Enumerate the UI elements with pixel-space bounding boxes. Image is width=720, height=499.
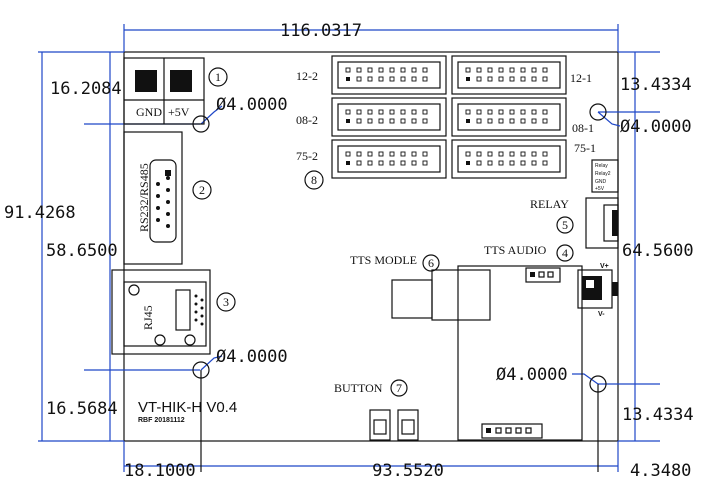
idc-headers	[331, 55, 567, 179]
label-gnd: GND	[136, 105, 162, 119]
label-75-2: 75-2	[296, 149, 318, 163]
idc-header-6	[451, 139, 567, 179]
dim-bot-mid: 93.5520	[372, 461, 444, 481]
marker-3: 3	[223, 295, 229, 309]
marker-6: 6	[428, 256, 434, 270]
label-5v: +5V	[168, 105, 190, 119]
power-out-terminal	[577, 269, 618, 309]
label-vminus: V-	[598, 311, 605, 318]
label-tts-audio: TTS AUDIO	[484, 243, 547, 257]
label-relay2: Relay2	[595, 171, 611, 177]
label-vplus: V+	[600, 263, 609, 270]
idc-header-3	[331, 97, 447, 137]
dim-hole-bl: Ø4.0000	[216, 347, 288, 367]
idc-header-4	[451, 97, 567, 137]
dim-right-top: 13.4334	[620, 75, 692, 95]
mount-hole-tr	[589, 103, 607, 121]
dim-hole-tr: Ø4.0000	[620, 117, 692, 137]
buttons	[369, 409, 419, 441]
marker-7: 7	[396, 381, 402, 395]
marker-1: 1	[215, 70, 221, 84]
label-version: VT-HIK-H V0.4	[138, 399, 237, 416]
label-rs232: RS232/RS485	[137, 163, 151, 232]
label-5v-small: +5V	[595, 186, 605, 192]
dim-hole-br: Ø4.0000	[496, 365, 568, 385]
mount-hole-bl	[192, 361, 210, 379]
dim-left-top: 16.2084	[50, 79, 122, 99]
label-relay1: Relay	[595, 163, 608, 169]
dim-hole-tl: Ø4.0000	[216, 95, 288, 115]
label-tts-module: TTS MODLE	[350, 253, 417, 267]
label-rj45: RJ45	[141, 305, 155, 330]
marker-5: 5	[562, 218, 568, 232]
dim-width-total: 116.0317	[280, 21, 362, 41]
marker-2: 2	[199, 183, 205, 197]
label-relay: RELAY	[530, 197, 569, 211]
idc-header-1	[331, 55, 447, 95]
idc-header-5	[331, 139, 447, 179]
label-12-2: 12-2	[296, 69, 318, 83]
marker-4: 4	[562, 246, 568, 260]
dim-left-bot: 16.5684	[46, 399, 118, 419]
label-build: RBF 20181112	[138, 417, 185, 424]
label-08-1: 08-1	[572, 121, 594, 135]
marker-8: 8	[311, 173, 317, 187]
dim-bot-right: 4.3480	[630, 461, 691, 481]
idc-header-2	[451, 55, 567, 95]
relay-connector	[585, 159, 619, 249]
dim-height-total: 91.4268	[4, 203, 76, 223]
tts-module	[391, 265, 583, 441]
label-12-1: 12-1	[570, 71, 592, 85]
dimension-lines	[38, 24, 660, 472]
dim-right-mid: 64.5600	[622, 241, 694, 261]
dim-bot-left: 18.1000	[124, 461, 196, 481]
dim-left-mid: 58.6500	[46, 241, 118, 261]
mount-hole-br	[589, 375, 607, 393]
power-terminal	[123, 57, 205, 125]
label-gnd-small: GND	[595, 179, 607, 185]
dim-right-bot: 13.4334	[622, 405, 694, 425]
rj45-connector	[111, 269, 211, 355]
label-08-2: 08-2	[296, 113, 318, 127]
label-75-1: 75-1	[574, 141, 596, 155]
rs232-connector	[123, 131, 183, 265]
label-button: BUTTON	[334, 381, 383, 395]
